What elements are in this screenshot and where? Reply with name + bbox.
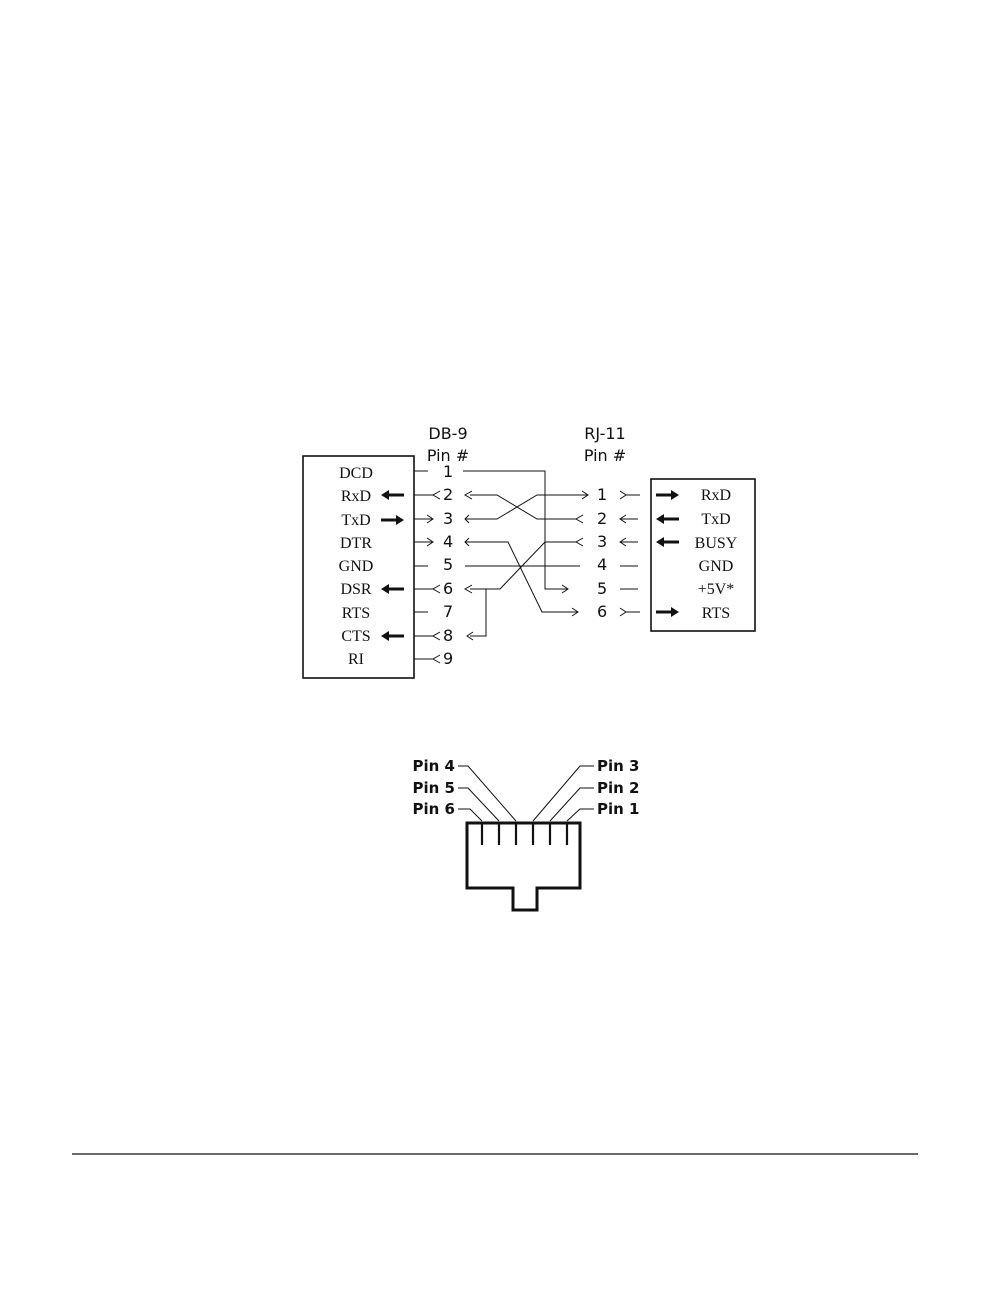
rj11-rxd-in-arrow-icon [656,490,679,500]
rj11-pin-6: 6 [597,602,607,621]
rj11-signal-rts: RTS [702,605,730,622]
db9-pin-9: 9 [443,649,453,668]
db9-pin-6: 6 [443,579,453,598]
rj11-plug-illustration [458,766,594,910]
db9-signal-dsr: DSR [340,581,371,598]
rj11-signal-5v: +5V* [698,581,735,598]
wire-db3-rj2-crossover [465,491,588,523]
db9-signal-rxd: RxD [341,488,371,505]
db9-rxd-in-arrow-icon [381,490,404,500]
plug-label-pin5: Pin 5 [413,779,455,797]
db9-pin-1: 1 [443,462,453,481]
db9-pin-7: 7 [443,602,453,621]
rj11-header-pin: Pin # [584,446,626,465]
db9-pin-4: 4 [443,532,453,551]
db9-pin-8: 8 [443,626,453,645]
rj11-plug-outline [467,823,580,910]
db9-pin-2: 2 [443,485,453,504]
db9-signal-rts: RTS [342,605,370,622]
plug-label-pin2: Pin 2 [597,779,639,797]
rj11-pin-5: 5 [597,579,607,598]
db9-signal-gnd: GND [339,558,374,575]
db9-cts-in-arrow-icon [381,631,404,641]
db9-pin-leads [414,471,440,663]
rj11-pin-1: 1 [597,485,607,504]
plug-label-pin4: Pin 4 [413,757,455,775]
db9-signal-dtr: DTR [340,535,372,552]
wire-db2-rj1-crossover [465,491,583,523]
wire-db6-db8-jumper [467,589,486,640]
db9-signal-ri: RI [348,651,364,668]
wire-db1-to-rj5 [463,471,568,593]
rj11-busy-out-arrow-icon [656,537,679,547]
db9-signal-txd: TxD [341,512,370,529]
db9-pin-3: 3 [443,509,453,528]
plug-label-pin1: Pin 1 [597,800,639,818]
db9-signal-cts: CTS [341,628,370,645]
rj11-pin-leads [620,491,640,616]
plug-label-pin3: Pin 3 [597,757,639,775]
plug-label-pin6: Pin 6 [413,800,455,818]
rj11-pin-3: 3 [597,532,607,551]
wire-db4-to-rj6 [465,538,578,616]
rj11-signal-rxd: RxD [701,487,731,504]
rj11-signal-gnd: GND [699,558,734,575]
rj11-pin-4: 4 [597,555,607,574]
db9-signal-dcd: DCD [339,465,373,482]
db9-dsr-in-arrow-icon [381,584,404,594]
rj11-rts-in-arrow-icon [656,607,679,617]
db9-txd-out-arrow-icon [381,515,404,525]
db9-pin-5: 5 [443,555,453,574]
rj11-signal-txd: TxD [701,511,730,528]
rj11-pin-2: 2 [597,509,607,528]
rj11-signal-busy: BUSY [695,535,738,552]
rj11-header-title: RJ-11 [584,424,625,443]
rj11-txd-out-arrow-icon [656,514,679,524]
db9-header-title: DB-9 [428,424,467,443]
